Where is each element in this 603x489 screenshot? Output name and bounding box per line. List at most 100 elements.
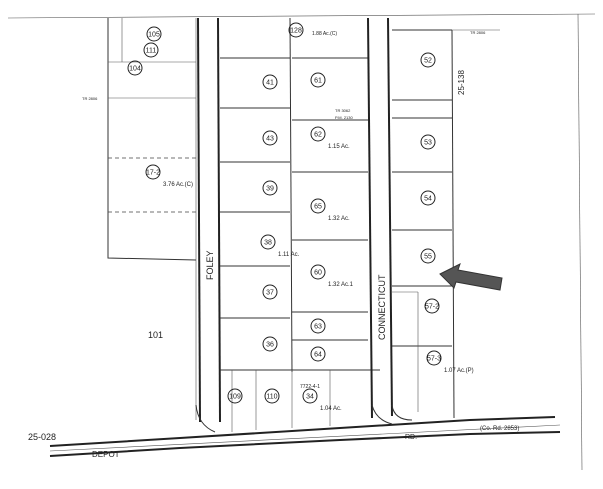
- parcel-number: 57-2: [425, 304, 439, 311]
- parcel-111: 111: [143, 42, 159, 58]
- parcel-circle: [426, 350, 442, 366]
- parcel-circle: [288, 22, 304, 38]
- rd-label: RD.: [405, 434, 417, 441]
- depot-label: DEPOT: [92, 450, 120, 459]
- parcel-number: 62: [314, 132, 322, 139]
- connecticut-street: [367, 17, 413, 425]
- parcel-61: 61: [310, 72, 326, 88]
- parcel-109: 109: [227, 388, 243, 404]
- parcel-circle: [127, 60, 143, 76]
- parcel-acreage: 1.32 Ac.1: [328, 282, 354, 288]
- parcel-64: 64: [310, 346, 326, 362]
- parcel-circle: [227, 388, 243, 404]
- parcel-number: 111: [146, 48, 157, 55]
- parcel-57-3: 57-31.07 Ac.(P): [426, 350, 474, 374]
- map-labels: 25-028 DEPOT RD. (Co. Rd. 2853) 101 FOLE…: [28, 30, 519, 459]
- tr-top-right-label: TR 2806: [470, 30, 486, 35]
- parcel-number: 38: [264, 240, 272, 247]
- parcel-circle: [262, 130, 278, 146]
- connecticut-label: CONNECTICUT: [377, 274, 387, 340]
- parcel-circle: [310, 346, 326, 362]
- parcel-number: 37: [266, 290, 274, 297]
- parcel-circle: [146, 26, 162, 42]
- sheet-right-edge: [577, 13, 583, 471]
- arrow-pointer-icon: [439, 263, 503, 291]
- parcel-circle: [424, 298, 440, 314]
- parcel-number: 61: [314, 78, 322, 85]
- parcel-number: 17-2: [146, 170, 160, 177]
- left-block: [107, 18, 197, 420]
- central-block: [220, 17, 380, 432]
- parcel-53: 53: [420, 134, 436, 150]
- parcel-acreage: 1.07 Ac.(P): [444, 368, 474, 374]
- parcel-number: 63: [314, 324, 322, 331]
- parcel-acreage: 1.04 Ac.: [320, 406, 342, 412]
- parcel-circle: [420, 134, 436, 150]
- parcel-circle: [302, 388, 318, 404]
- page-ref-left: 25-028: [28, 432, 56, 442]
- parcel-circle: [262, 180, 278, 196]
- county-road-label: (Co. Rd. 2853): [480, 426, 519, 432]
- parcel-circle: [310, 318, 326, 334]
- parcel-number: 104: [129, 66, 141, 73]
- parcel-52: 52: [420, 52, 436, 68]
- parcel-circle: [310, 72, 326, 88]
- parcel-markers: 41 43 39 38 1.11 Ac. 37 36 60 1.32 Ac.1 63 64 61 62 1…: [127, 22, 474, 412]
- foley-label: FOLEY: [205, 250, 215, 280]
- parcel-number: 64: [314, 352, 322, 359]
- parcel-circle: [420, 190, 436, 206]
- parcel-circle: [310, 198, 326, 214]
- parcel-38: 38 1.11 Ac.: [260, 234, 300, 258]
- parcel-circle: [262, 284, 278, 300]
- parcel-60: 60 1.32 Ac.1: [310, 264, 354, 288]
- parcel-number: 53: [424, 140, 432, 147]
- parcel-acreage: 1.32 Ac.: [328, 216, 350, 222]
- parcel-circle: [310, 264, 326, 280]
- parcel-34: 34 1.04 Ac.: [302, 388, 342, 412]
- parcel-circle: [310, 126, 326, 142]
- parcel-number: 128: [290, 28, 302, 35]
- parcel-number: 105: [148, 32, 160, 39]
- parcel-17-2: 17-23.76 Ac.(C): [145, 164, 193, 188]
- parcel-number: 34: [306, 394, 314, 401]
- parcel-105: 105: [146, 26, 162, 42]
- parcel-101-label: 101: [148, 330, 163, 340]
- parcel-circle: [145, 164, 161, 180]
- parcel-number: 60: [314, 270, 322, 277]
- parcel-circle: [262, 336, 278, 352]
- parcel-circle: [262, 74, 278, 90]
- parcel-acreage: 1.11 Ac.: [278, 252, 300, 258]
- parcel-128: 128: [288, 22, 304, 38]
- parcel-number: 52: [424, 58, 432, 65]
- lot-77-label: 7722-4-1: [300, 384, 320, 390]
- parcel-number: 41: [266, 80, 274, 87]
- parcel-circle: [420, 248, 436, 264]
- parcel-number: 39: [266, 186, 274, 193]
- parcel-circle: [264, 388, 280, 404]
- parcel-39: 39: [262, 180, 278, 196]
- parcel-number: 54: [424, 196, 432, 203]
- parcel-55: 55: [420, 248, 436, 264]
- parcel-number: 55: [424, 254, 432, 261]
- parcel-circle: [143, 42, 159, 58]
- parcel-57-2: 57-2: [424, 298, 440, 314]
- parcel-circle: [260, 234, 276, 250]
- parcel-110: 110: [264, 388, 280, 404]
- parcel-65: 65 1.32 Ac.: [310, 198, 350, 222]
- parcel-acreage: 1.15 Ac.: [328, 144, 350, 150]
- depot-road: [49, 416, 561, 457]
- sheet-top-edge: [7, 13, 596, 19]
- parcel-37: 37: [262, 284, 278, 300]
- parcel-number: 109: [229, 394, 241, 401]
- acre-top-label: 1.88 Ac.(C): [312, 31, 337, 37]
- parcel-62: 62 1.15 Ac.: [310, 126, 350, 150]
- parcel-104: 104: [127, 60, 143, 76]
- parcel-number: 43: [266, 136, 274, 143]
- foley-street: [195, 17, 221, 433]
- tr-mid-label: TR 3062: [335, 108, 351, 113]
- parcel-number: 65: [314, 204, 322, 211]
- parcel-54: 54: [420, 190, 436, 206]
- parcel-number: 36: [266, 342, 274, 349]
- parcel-41: 41: [262, 74, 278, 90]
